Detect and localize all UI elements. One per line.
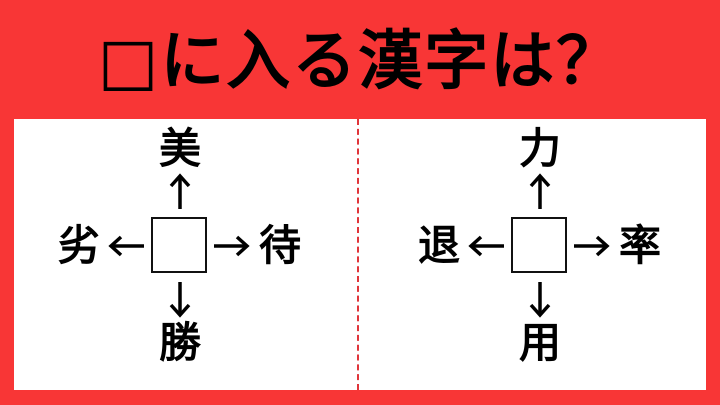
arrow-right-icon xyxy=(214,235,250,257)
arrow-up-icon xyxy=(169,173,191,209)
puzzle-right: 力 退 率 用 xyxy=(390,116,690,376)
blank-square[interactable] xyxy=(151,217,207,273)
arrow-left-icon xyxy=(108,235,144,257)
page-title: □に入る漢字は？ xyxy=(97,25,623,99)
dashed-divider xyxy=(357,119,359,390)
puzzle-left: 美 劣 待 勝 xyxy=(30,116,330,376)
arrow-up-icon xyxy=(529,173,551,209)
blank-square[interactable] xyxy=(511,217,567,273)
arrow-down-icon xyxy=(529,282,551,318)
left-kanji: 劣 xyxy=(57,221,100,270)
right-kanji: 待 xyxy=(258,221,301,270)
left-kanji: 退 xyxy=(417,221,460,270)
top-kanji: 力 xyxy=(518,124,561,173)
bottom-kanji: 勝 xyxy=(158,318,201,367)
arrow-down-icon xyxy=(169,282,191,318)
bottom-kanji: 用 xyxy=(518,318,561,367)
arrow-right-icon xyxy=(574,235,610,257)
arrow-left-icon xyxy=(468,235,504,257)
puzzle-panel: 美 劣 待 勝 力 退 xyxy=(14,119,706,390)
top-kanji: 美 xyxy=(158,124,201,173)
right-kanji: 率 xyxy=(618,221,661,270)
